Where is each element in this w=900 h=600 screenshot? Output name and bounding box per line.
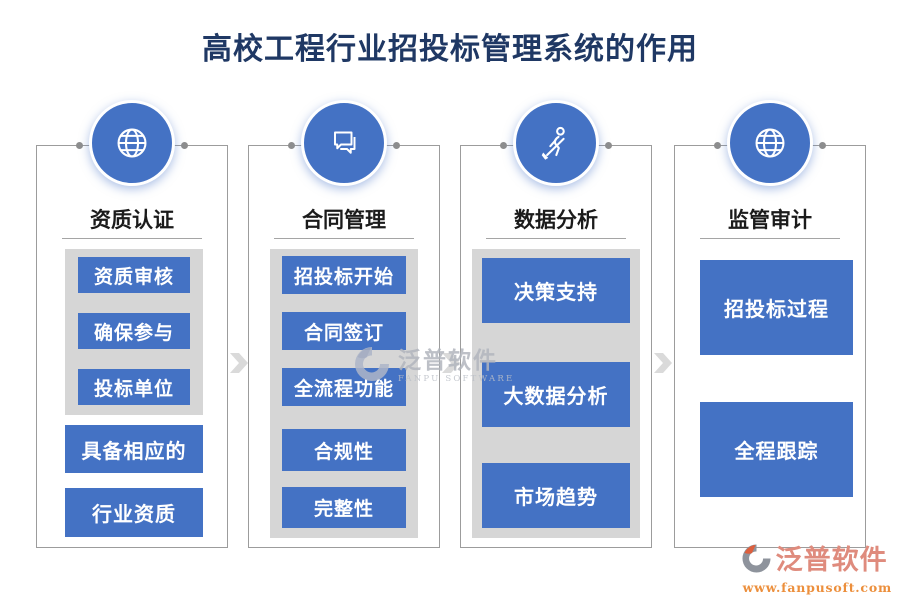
brand-footer: 泛普软件 www.fanpusoft.com <box>740 542 892 595</box>
digging-worker-icon <box>513 100 599 186</box>
heading-underline <box>62 238 202 239</box>
connector-dot <box>819 142 826 149</box>
item-box: 招投标过程 <box>700 260 853 355</box>
item-box: 大数据分析 <box>482 362 630 427</box>
connector-dot <box>288 142 295 149</box>
item-panel: 招投标开始 合同签订 全流程功能 合规性 完整性 <box>270 249 418 538</box>
fanpu-logo-icon <box>740 542 773 579</box>
column-heading: 资质认证 <box>90 207 174 232</box>
item-box: 全流程功能 <box>282 368 406 406</box>
chevron-right-icon <box>227 351 250 375</box>
globe-icon <box>89 100 175 186</box>
column-analysis: 数据分析 决策支持 大数据分析 市场趋势 <box>460 100 652 550</box>
item-box: 全程跟踪 <box>700 402 853 497</box>
column-heading: 合同管理 <box>302 207 386 232</box>
connector-dot <box>393 142 400 149</box>
connector-dot <box>714 142 721 149</box>
item-box: 招投标开始 <box>282 256 406 294</box>
column-audit: 监管审计 招投标过程 全程跟踪 <box>674 100 866 550</box>
heading-underline <box>486 238 626 239</box>
item-box: 市场趋势 <box>482 463 630 528</box>
item-box: 投标单位 <box>78 369 190 405</box>
chevron-right-icon <box>651 351 674 375</box>
globe-icon <box>727 100 813 186</box>
heading-underline <box>700 238 840 239</box>
chat-bubbles-icon <box>301 100 387 186</box>
item-box: 行业资质 <box>65 488 203 537</box>
connector-dot <box>181 142 188 149</box>
column-contract: 合同管理 招投标开始 合同签订 全流程功能 合规性 完整性 <box>248 100 440 550</box>
page-title: 高校工程行业招投标管理系统的作用 <box>202 32 698 67</box>
item-box: 完整性 <box>282 487 406 528</box>
chevron-right-icon <box>439 351 462 375</box>
heading-underline <box>274 238 414 239</box>
column-heading: 监管审计 <box>728 207 812 232</box>
connector-dot <box>605 142 612 149</box>
item-panel: 资质审核 确保参与 投标单位 <box>65 249 203 415</box>
item-box: 决策支持 <box>482 258 630 323</box>
connector-dot <box>500 142 507 149</box>
item-box: 确保参与 <box>78 313 190 349</box>
column-qualification: 资质认证 资质审核 确保参与 投标单位 具备相应的 行业资质 <box>36 100 228 550</box>
item-box: 资质审核 <box>78 257 190 293</box>
item-panel: 决策支持 大数据分析 市场趋势 <box>472 249 640 538</box>
item-box: 合规性 <box>282 429 406 471</box>
brand-name: 泛普软件 <box>775 545 888 576</box>
column-heading: 数据分析 <box>514 207 598 232</box>
connector-dot <box>76 142 83 149</box>
brand-url: www.fanpusoft.com <box>742 580 892 595</box>
item-box: 具备相应的 <box>65 425 203 473</box>
item-box: 合同签订 <box>282 312 406 350</box>
